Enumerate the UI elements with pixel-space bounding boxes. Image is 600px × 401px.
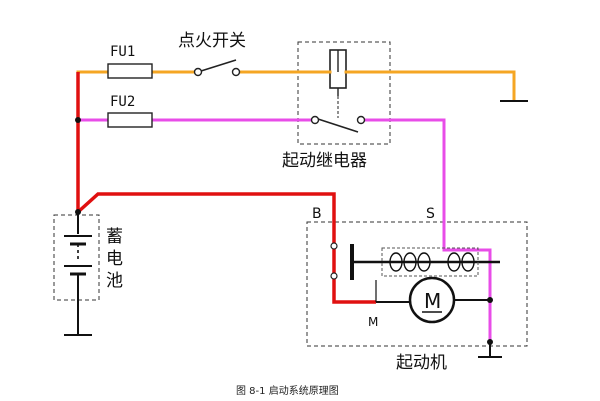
orange-power-wire	[76, 70, 516, 102]
fu2-label: FU2	[110, 94, 135, 110]
ignition-switch-label: 点火开关	[178, 31, 246, 51]
motor-letter: M	[424, 289, 441, 313]
ignition-switch-blade	[200, 59, 237, 72]
fuse-fu2	[107, 112, 153, 128]
starter-relay-label: 起动继电器	[282, 151, 367, 171]
battery-label-3: 池	[106, 271, 123, 291]
relay-contact-blade	[317, 118, 359, 133]
ignition-switch-contact-left	[193, 67, 203, 77]
starter-dashed-box	[306, 221, 528, 347]
battery-dashed-box	[53, 214, 100, 301]
relay-contact-left	[310, 115, 320, 125]
relay-dashed-box	[297, 41, 391, 145]
terminal-m-label: M	[368, 315, 378, 329]
battery-label-2: 电	[106, 249, 123, 269]
junction-dot-fu2	[75, 117, 81, 123]
figure-caption: 图 8-1 启动系统原理图	[236, 384, 339, 397]
fu1-label: FU1	[110, 44, 135, 60]
magenta-control-wire	[78, 118, 492, 342]
battery-label-1: 蓄	[106, 227, 123, 247]
motor-junction-dot	[487, 297, 493, 303]
terminal-s-label: S	[426, 206, 435, 222]
starter-label: 起动机	[396, 353, 447, 373]
solenoid-coil-loops	[389, 252, 475, 272]
terminal-b-label: B	[312, 206, 322, 222]
terminal-s-junction	[487, 339, 493, 345]
terminal-b-contact-top	[330, 242, 338, 250]
ignition-switch-contact-right	[231, 67, 241, 77]
red-main-wire	[76, 72, 376, 304]
relay-contact-right	[356, 115, 366, 125]
terminal-b-contact-bottom	[330, 272, 338, 280]
fuse-fu1	[107, 63, 153, 79]
solenoid-coil-box	[381, 247, 479, 277]
